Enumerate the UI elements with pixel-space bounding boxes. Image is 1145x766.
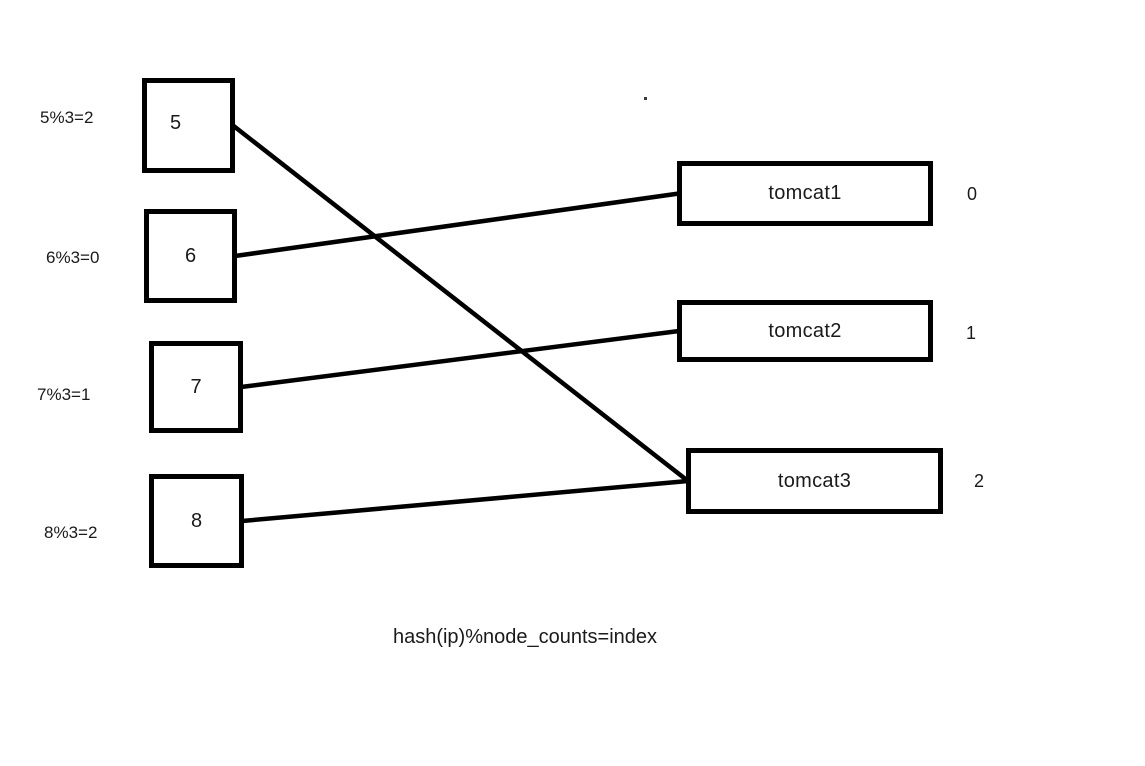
client-node-8-value: 8 — [190, 509, 203, 532]
formula-label-6: 6%3=0 — [46, 248, 100, 267]
server-node-tomcat2: tomcat2 — [677, 300, 933, 362]
client-node-6-value: 6 — [184, 244, 197, 267]
server-node-tomcat2-label: tomcat2 — [768, 319, 842, 342]
diagram-caption: hash(ip)%node_counts=index — [392, 626, 658, 648]
client-node-6: 6 — [144, 209, 237, 303]
client-node-5: 5 — [142, 78, 235, 173]
connection-c8-t3 — [239, 478, 691, 524]
connection-c5-t3 — [230, 123, 691, 484]
server-node-tomcat1: tomcat1 — [677, 161, 933, 226]
server-index-2: 2 — [974, 471, 985, 491]
server-index-1: 1 — [966, 323, 977, 343]
server-node-tomcat1-label: tomcat1 — [768, 182, 842, 204]
formula-label-8: 8%3=2 — [44, 523, 98, 542]
connection-c6-t1 — [232, 191, 682, 259]
client-node-8: 8 — [149, 474, 244, 568]
server-index-0: 0 — [967, 184, 978, 204]
server-node-tomcat3-label: tomcat3 — [777, 469, 852, 492]
connection-c7-t2 — [238, 328, 682, 390]
formula-label-7: 7%3=1 — [37, 385, 91, 404]
stray-dot-mark — [644, 97, 647, 100]
client-node-7: 7 — [149, 341, 243, 433]
formula-label-5: 5%3=2 — [40, 108, 94, 127]
client-node-7-value: 7 — [190, 375, 202, 398]
server-node-tomcat3: tomcat3 — [686, 448, 943, 514]
client-node-5-value: 5 — [169, 112, 182, 134]
